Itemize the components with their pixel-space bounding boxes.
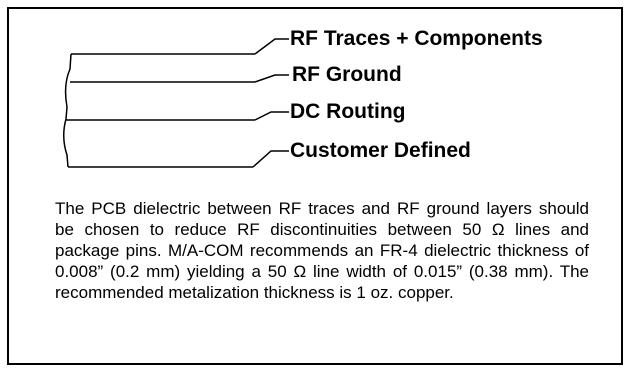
leader-rf-traces [254, 38, 289, 55]
leader-customer-defined [252, 150, 289, 168]
leader-dc-routing [254, 111, 289, 121]
pcb-stackup-drawing [63, 38, 289, 168]
leader-rf-ground [254, 74, 289, 83]
label-rf-traces-components: RF Traces + Components [290, 27, 543, 50]
label-dc-routing: DC Routing [290, 100, 406, 123]
pcb-stackup-diagram: RF Traces + Components RF Ground DC Rout… [9, 9, 625, 189]
caption-text: The PCB dielectric between RF traces and… [55, 199, 589, 302]
label-rf-ground: RF Ground [292, 63, 402, 86]
board-edge [63, 53, 72, 168]
label-customer-defined: Customer Defined [290, 139, 471, 162]
figure-frame: RF Traces + Components RF Ground DC Rout… [7, 7, 623, 365]
